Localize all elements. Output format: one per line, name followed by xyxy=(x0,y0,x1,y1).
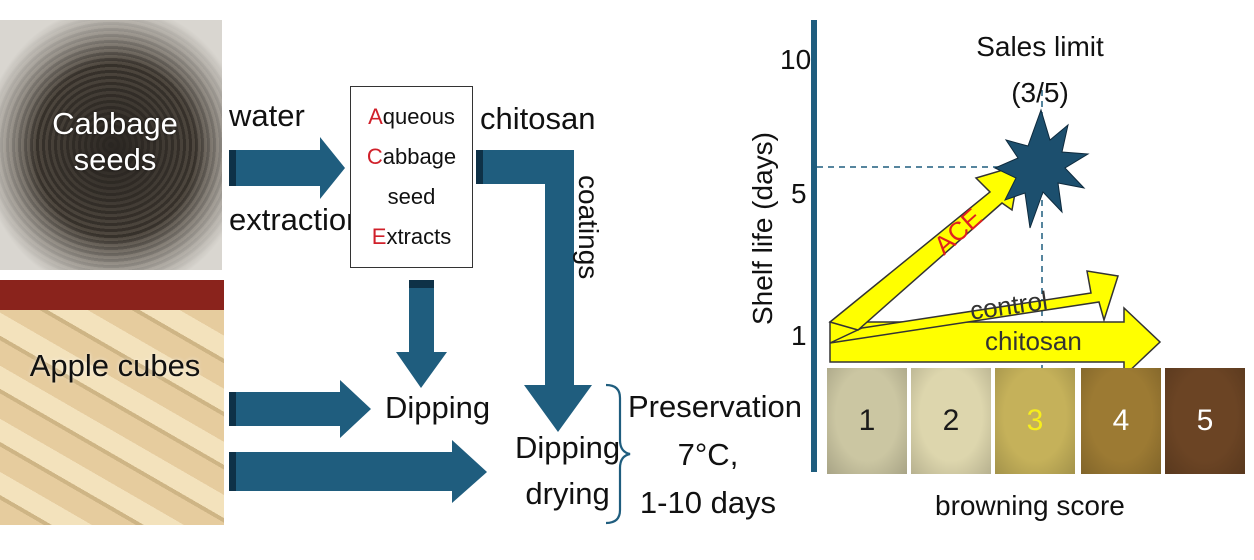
chitosan-arrow-label: chitosan xyxy=(985,326,1082,356)
browning-score-label: 2 xyxy=(942,404,960,437)
water-label: water xyxy=(229,98,305,133)
extract-box-initial: E xyxy=(371,224,387,249)
browning-score-label: 3 xyxy=(1026,404,1044,437)
apples-label: Apple cubes xyxy=(29,348,201,383)
extract-box-rest: xtracts xyxy=(386,224,452,249)
dipping-drying-line2: drying xyxy=(525,476,610,511)
browning-chip-1: 1 xyxy=(827,368,907,474)
sales-limit-line2: (3/5) xyxy=(1011,77,1069,108)
y-axis-label: Shelf life (days) xyxy=(747,132,778,325)
apple-to-dipping-drying-arrow xyxy=(229,440,487,503)
browning-chip-4: 4 xyxy=(1081,368,1161,474)
coatings-label: coatings xyxy=(573,175,604,280)
apple-to-dipping-arrow xyxy=(229,380,371,438)
browning-score-label: 4 xyxy=(1112,404,1130,437)
extract-box-line: Cabbage xyxy=(351,137,472,177)
control-shelf-arrow xyxy=(829,270,1119,344)
extract-box-rest: queous xyxy=(382,104,455,129)
chitosan-label: chitosan xyxy=(480,101,596,136)
cabbage-seeds-photo: Cabbage seeds xyxy=(0,20,222,270)
x-axis-label: browning score xyxy=(935,490,1125,521)
seeds-label-line2: seeds xyxy=(73,141,157,177)
preservation-label: Preservation 7°C, 1-10 days xyxy=(628,383,802,527)
extract-box-line: seed xyxy=(351,177,472,217)
y-tick-1: 1 xyxy=(791,320,807,351)
extract-box-rest: seed xyxy=(387,184,436,209)
y-tick-10: 10 xyxy=(780,44,812,75)
extract-box-initial: A xyxy=(368,104,383,129)
extract-down-arrow xyxy=(396,280,447,388)
dipping-drying-line1: Dipping xyxy=(515,430,621,465)
extract-box-line: Extracts xyxy=(351,217,472,257)
preservation-line2: 7°C, xyxy=(677,437,739,472)
preservation-line1: Preservation xyxy=(628,389,803,424)
extract-box-line: Aqueous xyxy=(351,97,472,137)
y-tick-5: 5 xyxy=(791,178,807,209)
dipping-drying-label: Dipping drying xyxy=(515,425,620,517)
dipping-label: Dipping xyxy=(385,390,491,425)
sales-limit-label: Sales limit (3/5) xyxy=(960,24,1120,116)
seeds-label-line1: Cabbage xyxy=(52,106,178,141)
browning-score-label: 5 xyxy=(1196,404,1214,437)
seeds-label: Cabbage seeds xyxy=(30,106,200,177)
browning-chip-3: 3 xyxy=(995,368,1075,474)
browning-chip-5: 5 xyxy=(1165,368,1245,474)
sales-limit-star xyxy=(993,108,1090,229)
extraction-label: extraction xyxy=(229,202,364,237)
extraction-arrow xyxy=(229,137,345,199)
preservation-brace xyxy=(605,383,631,525)
browning-chip-2: 2 xyxy=(911,368,991,474)
chart-y-axis xyxy=(811,20,817,472)
extract-box-rest: abbage xyxy=(382,144,457,169)
browning-score-label: 1 xyxy=(858,404,876,437)
chitosan-coating-arrow xyxy=(476,150,592,432)
sales-limit-line1: Sales limit xyxy=(976,31,1104,62)
preservation-line3: 1-10 days xyxy=(639,485,777,520)
apple-cubes-photo: Apple cubes xyxy=(0,280,224,525)
extract-box-initial: C xyxy=(366,144,383,169)
